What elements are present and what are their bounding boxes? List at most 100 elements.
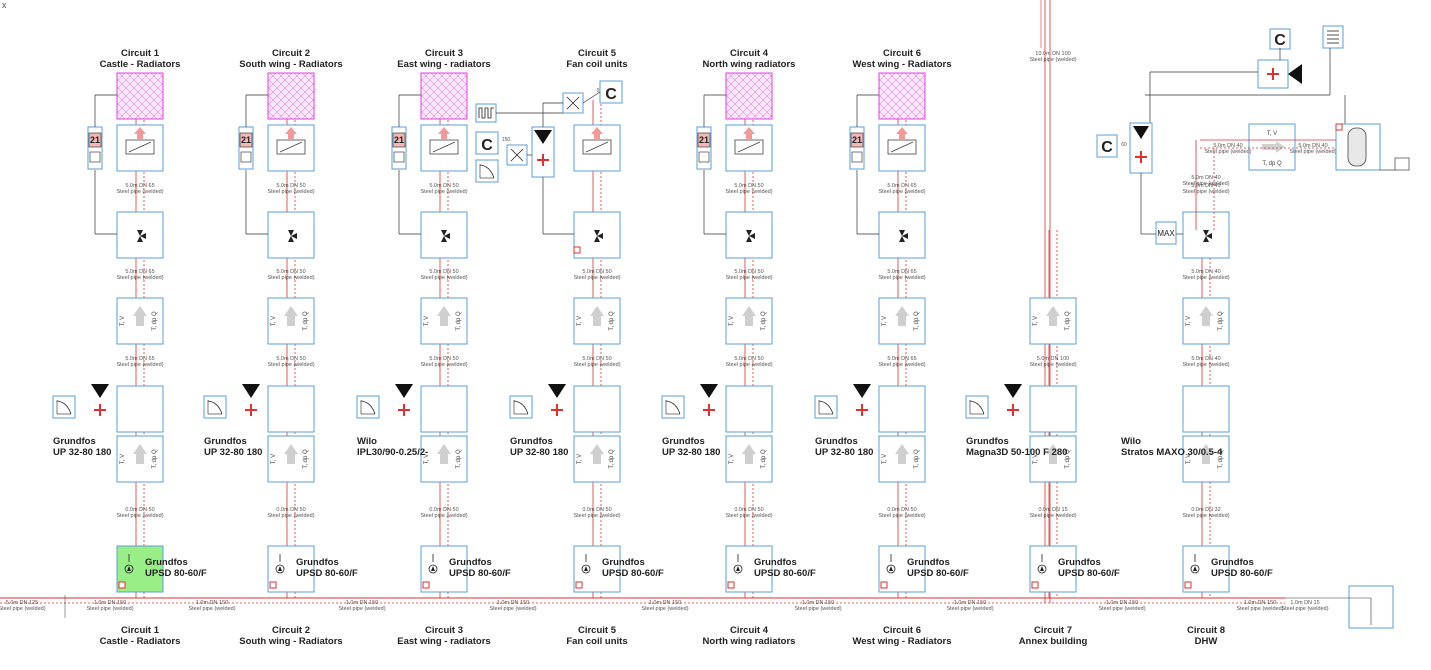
circuit-c1-room-sensor-value: 21 (90, 135, 100, 145)
circuit-c4-room-hatch2 (725, 72, 767, 114)
circuit-c2-room-hatch (267, 110, 277, 120)
circuit-c4-energy-meter-1-arrow (742, 306, 756, 326)
circuit-c8-energy-meter-1-arrow (1199, 306, 1213, 326)
circuit-c2-room-hatch (309, 72, 315, 78)
circuit-c3-circulator-sensor (422, 581, 430, 589)
circuit-c1-room-hatch2 (118, 74, 164, 120)
circuit-c7-energy-meter-2-arrow (1046, 444, 1060, 464)
circuit-c4-pump-station (725, 385, 773, 433)
circuit-c1-radiator-arrow (134, 127, 146, 139)
circuit-c1-energy-meter-1-arrow (133, 306, 147, 326)
circuit-c2-room-hatch2 (285, 90, 315, 120)
circuit-c2-mixing-valve (267, 211, 315, 259)
circuit-c6-pump-station (878, 385, 926, 433)
circuit-c7-pump-station (1029, 385, 1077, 433)
circuit-c1-room-hatch (116, 102, 134, 120)
circuit-c4-room-hatch (751, 72, 773, 94)
circuit-c6-energy-meter-1-arrow (895, 306, 909, 326)
circuit-c2-mixing-valve-v2 (288, 236, 294, 242)
circuit-c3-mixing-valve-v3 (444, 233, 450, 239)
circuit-c6-room-hatch2 (920, 114, 926, 120)
circuit-c2-room-hatch2 (277, 82, 315, 120)
circuit-c4-room-hatch2 (751, 98, 773, 120)
circuit-c6-mixing-valve-v1 (899, 230, 905, 236)
circuit-c7-pump-curve-curve (969, 400, 985, 415)
circuit-c6-circulator-pump (886, 564, 896, 574)
circuit-c3-energy-meter-1-arrow (437, 306, 451, 326)
dhw-tank-sensor (1335, 123, 1343, 131)
circuit-c3-room-hatch2 (420, 72, 430, 82)
circuit-c5-radiator-slash (585, 141, 609, 153)
circuit-c2-room-sensor-display (239, 132, 253, 148)
circuit-c2-energy-meter-1-arrow (284, 306, 298, 326)
circuit-c7-circulator-pump-tri (1040, 566, 1044, 571)
circuit-c7-energy-meter-1-arrow (1046, 306, 1060, 326)
circuit-c4-mixing-valve-v1 (746, 230, 752, 236)
circuit-c1-room-hatch (118, 72, 164, 118)
circuit-c4-room-sensor-display (697, 132, 711, 148)
circuit-c3-room-hatch2 (454, 106, 468, 120)
circuit-c7-circulator-pump (1037, 564, 1047, 574)
dhw-tank-vessel (1347, 127, 1367, 167)
circuit-c3-room-hatch (420, 78, 462, 120)
circuit-c1-pump-curve (52, 395, 76, 419)
circuit-c3-room-sensor-value: 21 (394, 135, 404, 145)
circuit-c2-room (267, 72, 315, 120)
circuit-c3-circulator-pump-tri (431, 566, 435, 571)
circuit-c4-pump-curve-curve (665, 400, 681, 415)
circuit-c6-energy-meter-2-label-a: T, V (882, 454, 888, 464)
circuit-c2-radiator-arrow (285, 127, 297, 139)
circuit-c3-radiator-arrow (438, 127, 450, 139)
fancoil-boiler-icon (475, 131, 499, 155)
circuit-c4-room-hatch (725, 102, 743, 120)
circuit-c3-room-hatch (462, 72, 468, 78)
circuit-c1-circulator-pump (124, 564, 134, 574)
circuit-c3-mixing-valve-v2 (441, 236, 447, 242)
circuit-c3-room-hatch (454, 72, 468, 86)
circuit-c8-energy-meter-1-label-a: T, V (1186, 316, 1192, 326)
circuit-c2-circulator-pump (275, 564, 285, 574)
circuit-c1-room-hatch2 (116, 72, 126, 82)
circuit-c6-energy-meter-2 (878, 435, 926, 483)
circuit-c2-room-hatch2 (269, 74, 315, 120)
circuit-c1-room-hatch2 (116, 72, 158, 114)
circuit-c2-mixing-valve-v1 (288, 230, 294, 236)
dhw-hx-label-a: T, V (1267, 131, 1277, 137)
circuit-c3-room-hatch2 (438, 90, 468, 120)
circuit-c3-energy-meter-2-arrow (437, 444, 451, 464)
circuit-c6-room-sensor-value: 21 (852, 135, 862, 145)
circuit-c8-mixing-valve-v1 (1203, 230, 1209, 236)
circuit-c4-circulator-pump (733, 564, 743, 574)
circuit-c6-room-hatch (912, 72, 926, 86)
circuit-c4-room-hatch (727, 72, 773, 118)
circuit-c6-circulator-sensor (880, 581, 888, 589)
circuit-c5-radiator-arrow (591, 127, 603, 139)
circuit-c4-energy-meter-1-label-b: T, dp Q (761, 311, 767, 331)
circuit-c7-energy-meter-1-label-a: T, V (1033, 316, 1039, 326)
circuit-c5-mixing-valve-v2 (594, 236, 600, 242)
circuit-c6-room-sensor-display (850, 132, 864, 148)
circuit-c6-room-hatch (896, 72, 926, 102)
fancoil-boiler-letter: C (481, 137, 493, 154)
